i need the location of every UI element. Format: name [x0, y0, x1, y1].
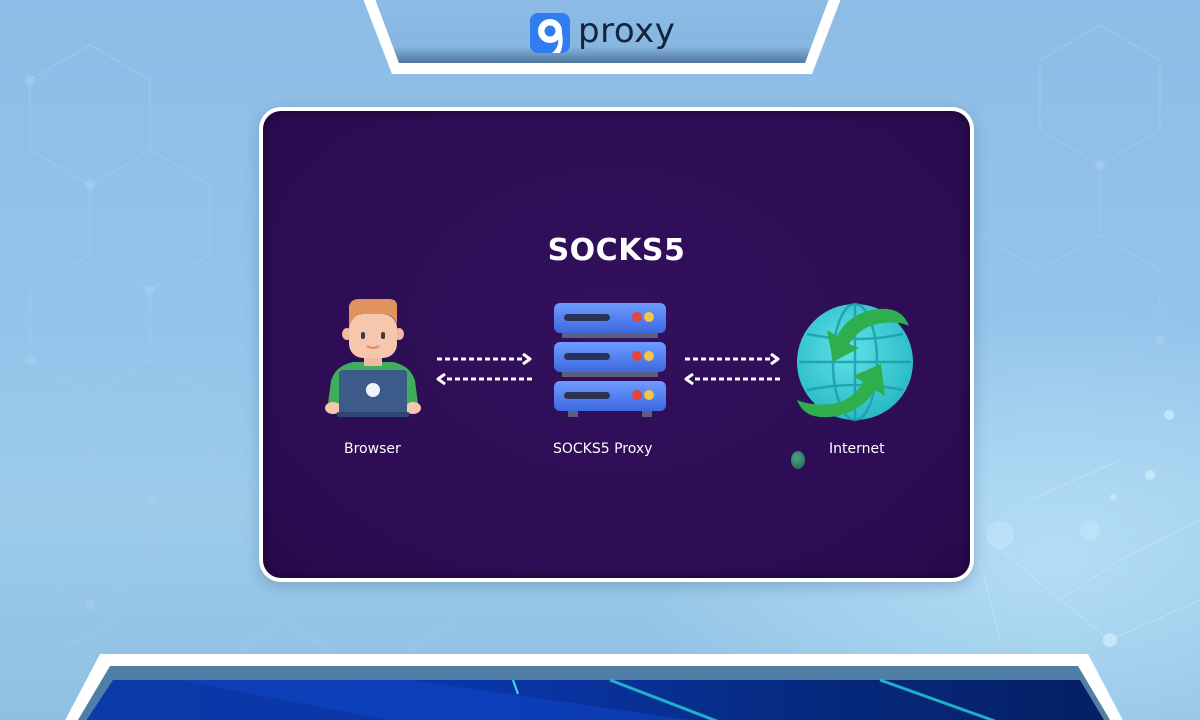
- browser-node: Browser: [323, 296, 423, 457]
- brand-name: proxy: [578, 11, 676, 51]
- globe-sync-icon: [797, 302, 913, 422]
- brand-logo[interactable]: proxy: [530, 12, 675, 54]
- diagram-card: SOCKS5 Browser: [263, 111, 970, 578]
- diagram-title: SOCKS5: [547, 233, 686, 268]
- browser-label: Browser: [344, 441, 401, 457]
- user-with-laptop-icon: [325, 299, 421, 417]
- bidirectional-arrow-browser-proxy: [436, 352, 533, 386]
- server-stack-icon: [554, 303, 666, 417]
- internet-label: Internet: [829, 441, 885, 457]
- footer-tab: [65, 654, 1123, 720]
- decorative-dot: [791, 451, 805, 469]
- nine-proxy-logo-icon: [530, 13, 570, 53]
- header-tab: [362, 0, 842, 78]
- bidirectional-arrow-proxy-internet: [684, 352, 781, 386]
- socks5-proxy-node: SOCKS5 Proxy: [548, 301, 678, 461]
- socks5-proxy-label: SOCKS5 Proxy: [553, 441, 653, 457]
- internet-node: Internet: [791, 296, 931, 476]
